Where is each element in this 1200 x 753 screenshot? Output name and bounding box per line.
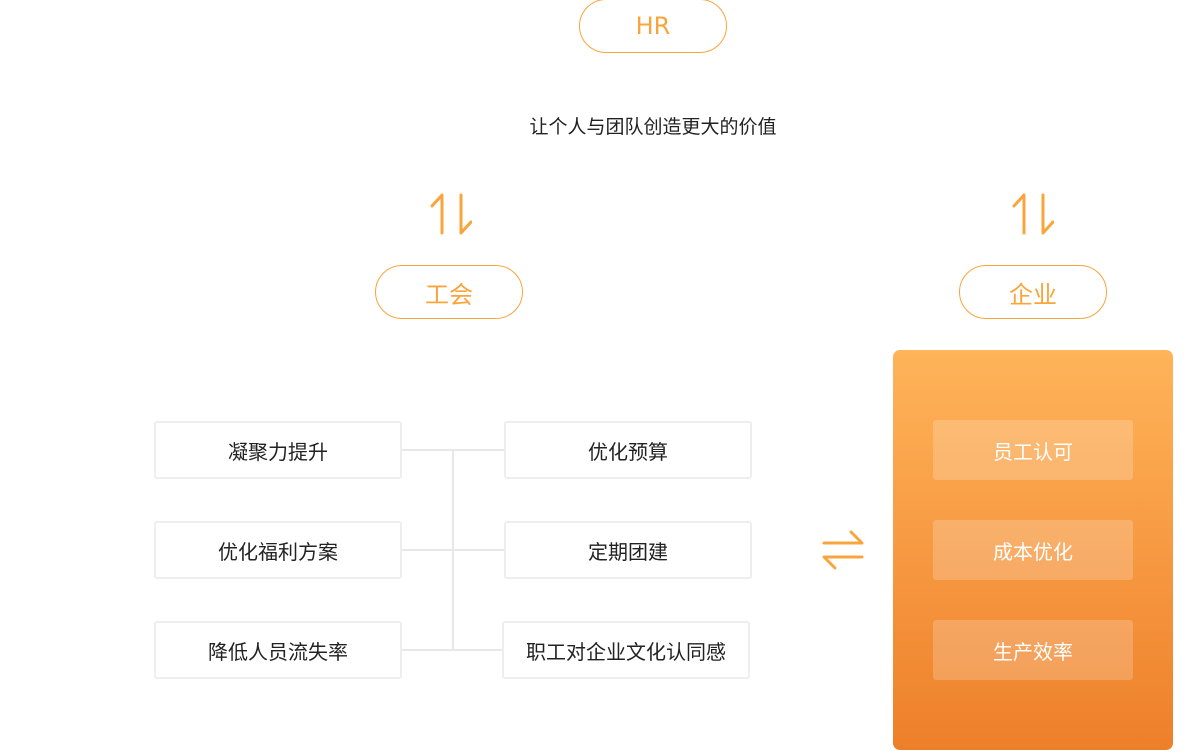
left-item: 降低人员流失率 (154, 621, 402, 679)
union-node: 工会 (375, 265, 523, 319)
panel-item: 成本优化 (933, 520, 1133, 580)
middle-item: 优化预算 (504, 421, 752, 479)
hr-node: HR (579, 0, 727, 53)
arrows-up-down-icon (1012, 193, 1054, 235)
panel-item: 生产效率 (933, 620, 1133, 680)
middle-item: 定期团建 (504, 521, 752, 579)
enterprise-panel: 员工认可 成本优化 生产效率 (893, 350, 1173, 750)
enterprise-node: 企业 (959, 265, 1107, 319)
union-label: 工会 (425, 280, 473, 309)
panel-item: 员工认可 (933, 420, 1133, 480)
hr-label: HR (635, 12, 671, 40)
subtitle: 让个人与团队创造更大的价值 (529, 116, 777, 138)
left-item: 凝聚力提升 (154, 421, 402, 479)
connector-line (452, 449, 454, 651)
arrows-up-down-icon (430, 193, 472, 235)
enterprise-label: 企业 (1009, 280, 1057, 309)
left-item: 优化福利方案 (154, 521, 402, 579)
middle-item: 职工对企业文化认同感 (502, 621, 750, 679)
arrows-left-right-icon (822, 530, 864, 570)
